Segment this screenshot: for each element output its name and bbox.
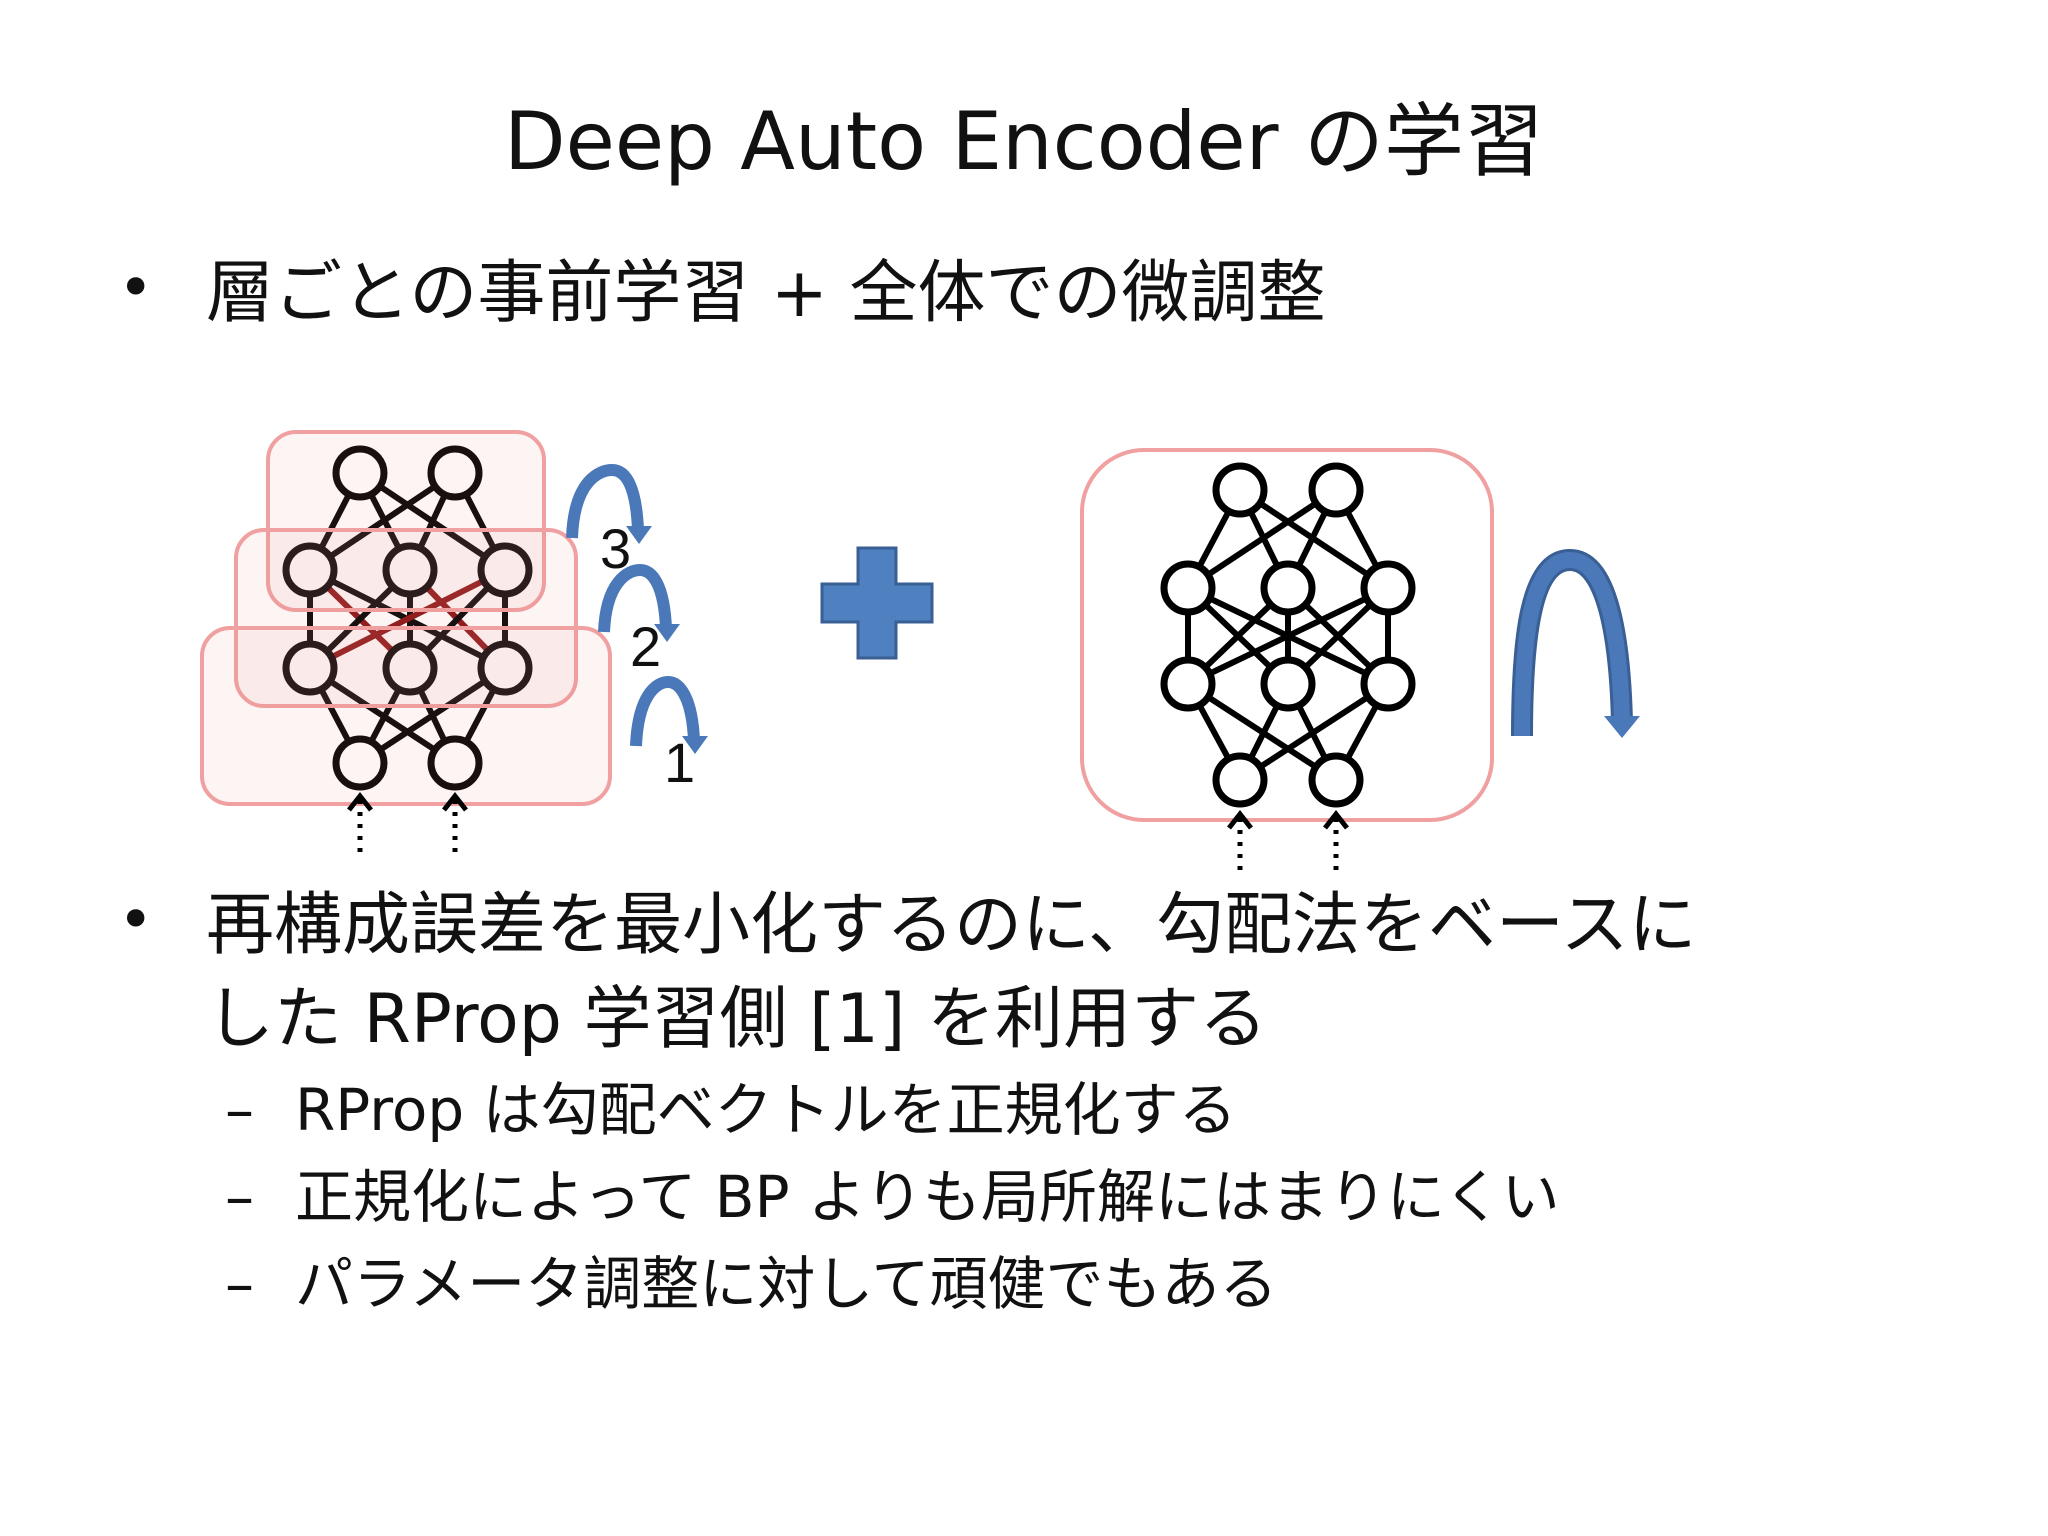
node-output-2 [1308,462,1364,518]
slide-title: Deep Auto Encoder の学習 [504,95,1544,188]
step-label-1: 1 [664,731,695,794]
finetuning-network [1080,448,1640,870]
node-output-1 [1212,462,1268,518]
node-hidden-b-2 [382,640,438,696]
node-input-1 [332,735,388,791]
dotted-input-arrow-icon [1227,809,1349,870]
sub-bullet-3-text: パラメータ調整に対して頑健でもある [295,1250,1278,1318]
node-hidden-b-1 [1160,656,1216,712]
curved-arrow-icon [566,463,700,747]
bullet-dot: • [118,253,154,323]
bullet-dot: • [118,885,154,955]
node-hidden-b-3 [477,640,533,696]
bullet-2-line-2: した RProp 学習側 [1] を利用する [206,980,1268,1059]
bullet-2-line-1: 再構成誤差を最小化するのに、勾配法をベースに [206,886,1697,965]
layer-boxes [200,430,612,806]
node-hidden-a-2 [1260,560,1316,616]
curved-arrow-icon [1511,548,1640,738]
node-hidden-a-1 [1160,560,1216,616]
node-hidden-a-3 [477,542,533,598]
node-input-1 [1212,752,1268,808]
sub-dash: – [225,1076,254,1144]
node-output-1 [332,445,388,501]
sub-bullet-2-text: 正規化によって BP よりも局所解にはまりにくい [295,1163,1560,1231]
sub-dash: – [225,1163,254,1231]
node-hidden-b-1 [282,640,338,696]
bullet-1-line-1: 層ごとの事前学習 + 全体での微調整 [206,254,1326,333]
node-hidden-a-1 [282,542,338,598]
node-input-2 [1308,752,1364,808]
node-hidden-b-2 [1260,656,1316,712]
dotted-input-arrow-icon [347,791,468,852]
curved-arrow-heads [626,526,708,754]
layer-box-1 [200,626,612,806]
node-input-2 [427,735,483,791]
pretraining-network: 3 2 1 [200,430,708,852]
node-output-2 [427,445,483,501]
nodes [282,445,533,791]
nodes [1160,462,1416,808]
layer-box-3 [266,430,546,612]
step-label-3: 3 [600,517,631,580]
node-hidden-a-2 [382,542,438,598]
plus-icon [820,546,934,660]
node-hidden-b-3 [1360,656,1416,712]
step-label-2: 2 [630,615,661,678]
whole-network-box [1080,448,1494,822]
sub-bullet-1-text: RProp は勾配ベクトルを正規化する [295,1076,1237,1144]
layer-box-2 [234,528,578,708]
sub-dash: – [225,1250,254,1318]
node-hidden-a-3 [1360,560,1416,616]
